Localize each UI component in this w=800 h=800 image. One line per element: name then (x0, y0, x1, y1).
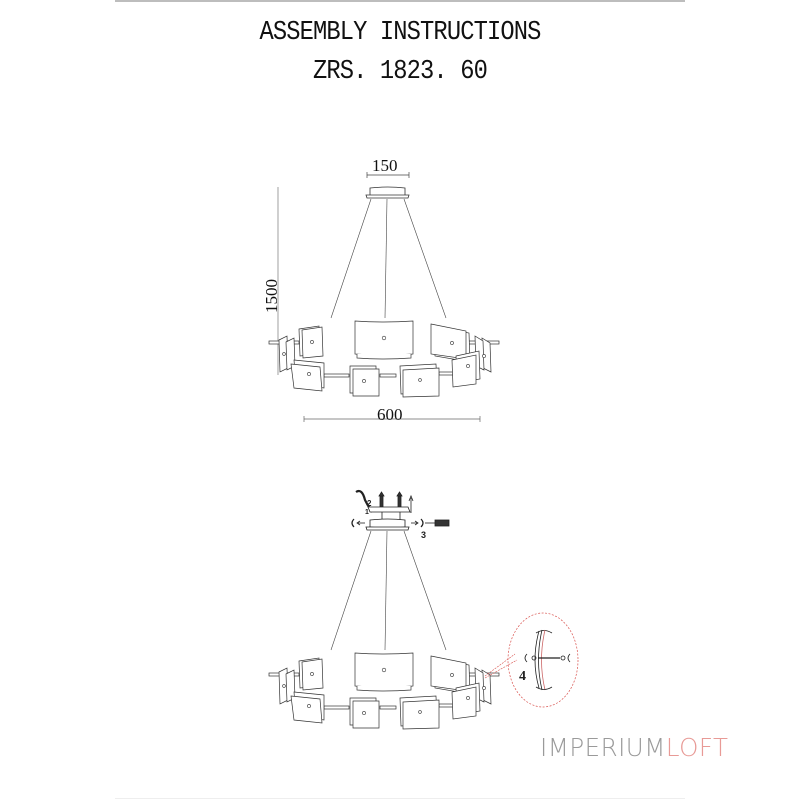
bottom-rule (115, 798, 685, 799)
ring-chandelier-2 (268, 652, 500, 730)
brand-logo: IMPERIUMLOFT (540, 733, 729, 762)
brand-logo-part1: IMPERIUM (540, 733, 666, 762)
mounting-hardware (351, 489, 450, 531)
dim-label-canopy-width: 150 (372, 156, 398, 175)
step-label-4: 4 (519, 669, 526, 684)
detail-callout-4 (484, 612, 579, 708)
document-title: ASSEMBLY INSTRUCTIONS (259, 18, 542, 48)
suspension-cables-2 (330, 530, 447, 651)
ring-chandelier-1 (268, 320, 500, 398)
dim-label-ring-diameter: 600 (377, 405, 403, 424)
step-label-1: 1 (365, 509, 369, 516)
dim-label-total-height: 1500 (262, 279, 281, 313)
suspension-cables-1 (330, 198, 447, 319)
model-number: ZRS. 1823. 60 (313, 57, 488, 87)
step-label-3: 3 (421, 530, 427, 540)
top-rule (115, 0, 685, 2)
step-label-2: 2 (367, 499, 372, 508)
brand-logo-part2: LOFT (665, 733, 729, 762)
ceiling-canopy-1 (365, 186, 410, 199)
